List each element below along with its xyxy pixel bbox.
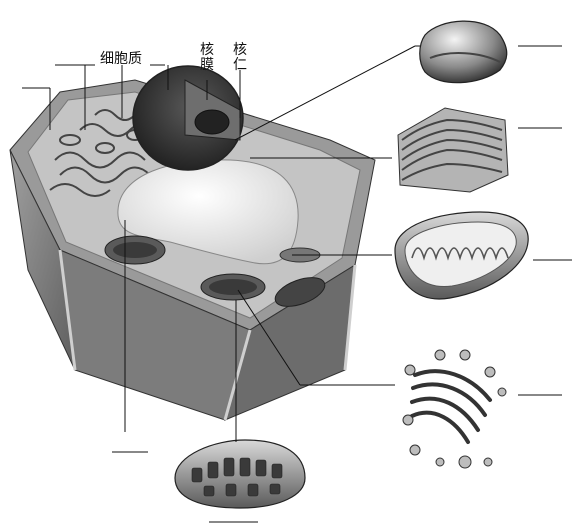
chloroplast-in-cell-2 — [201, 274, 265, 300]
label-nucleolus: 核仁 — [233, 43, 247, 73]
nucleus-detail — [420, 21, 507, 83]
label-nuclear-membrane: 核膜 — [200, 43, 214, 73]
mitochondrion-detail — [395, 212, 528, 299]
endoplasmic-reticulum-detail — [398, 108, 508, 192]
chloroplast-detail — [175, 440, 305, 508]
chloroplast-in-cell-1 — [105, 236, 165, 264]
golgi-apparatus-detail — [403, 350, 506, 468]
nucleus — [133, 66, 243, 170]
label-cytoplasm: 细胞质 — [100, 51, 142, 67]
